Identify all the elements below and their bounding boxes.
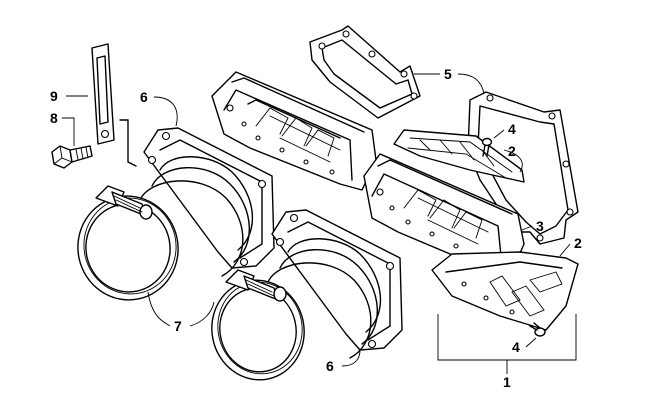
callout-6-lower: 6 (326, 358, 334, 374)
callout-2-lower: 2 (574, 235, 582, 251)
clamp-upper (77, 185, 179, 301)
callout-6-upper: 6 (140, 89, 148, 105)
intake-flange-upper (119, 119, 275, 277)
screw-lower (529, 322, 546, 337)
callout-9: 9 (50, 88, 58, 104)
reed-cage-gasket-rear (309, 25, 421, 119)
callout-2-upper: 2 (508, 143, 516, 159)
callout-1: 1 (503, 374, 511, 390)
clamp-lower (211, 269, 305, 381)
reed-petals-upper (393, 129, 525, 183)
callout-7: 7 (174, 318, 182, 334)
mounting-bracket (91, 43, 115, 145)
hex-bolt (51, 145, 93, 169)
reed-cage-upper (211, 71, 377, 191)
screw-upper (481, 137, 493, 157)
intake-flange-lower (267, 209, 403, 359)
callout-8: 8 (50, 110, 58, 126)
leader-lines (62, 73, 577, 374)
callout-4-lower: 4 (512, 339, 520, 355)
callout-3: 3 (536, 218, 544, 234)
reed-petals-lower (431, 251, 579, 331)
callout-5: 5 (444, 66, 452, 82)
callout-4-upper: 4 (508, 121, 516, 137)
